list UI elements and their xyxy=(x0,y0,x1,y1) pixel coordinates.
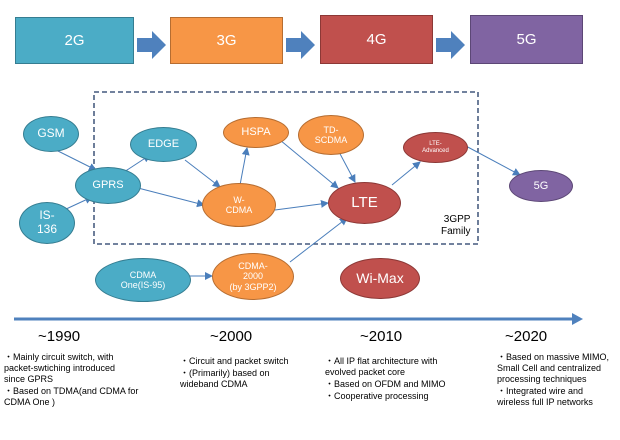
3gpp-family-label: 3GPP Family xyxy=(441,214,471,237)
generation-4g-box: 4G xyxy=(320,15,433,64)
connector-cdma2000-lte xyxy=(289,217,348,263)
tech-gsm: GSM xyxy=(23,116,79,152)
tech-lte: LTE xyxy=(328,182,401,224)
connector-edge-wcdma xyxy=(184,159,221,188)
connector-wcdma-lte xyxy=(274,199,329,211)
connector-lte-lteadvanced xyxy=(391,161,421,186)
tech-hspa: HSPA xyxy=(223,117,289,148)
arrow-2g-to-3g xyxy=(137,31,166,59)
tech-is136: IS- 136 xyxy=(19,202,75,244)
tech-5g: 5G xyxy=(509,170,573,202)
tech-cdma2000: CDMA- 2000 (by 3GPP2) xyxy=(212,253,294,300)
tech-lte-advanced: LTE- Advanced xyxy=(403,132,468,163)
era-1990-notes: ・Mainly circuit switch, with packet-swti… xyxy=(4,352,174,409)
era-2010-notes: ・All IP flat architecture with evolved p… xyxy=(325,356,490,403)
tech-tdscdma: TD- SCDMA xyxy=(298,115,364,155)
tech-cdma-one: CDMA One(IS-95) xyxy=(95,258,191,302)
timeline-arrowhead xyxy=(572,313,583,325)
era-2020-label: ~2020 xyxy=(505,328,548,345)
connector-wcdma-hspa xyxy=(239,147,250,186)
connector-tdscdma-lte xyxy=(337,149,356,183)
era-1990-note: ・Mainly circuit switch, with packet-swti… xyxy=(4,352,116,384)
era-2020-notes: ・Based on massive MIMO, Small Cell and c… xyxy=(497,352,619,409)
era-2000-note: ・(Primarily) based on wideband CDMA xyxy=(180,368,270,389)
era-2010-note: ・Cooperative processing xyxy=(325,391,429,401)
era-1990-note: ・Based on TDMA(and CDMA for CDMA One ) xyxy=(4,386,139,407)
tech-wcdma: W- CDMA xyxy=(202,183,276,227)
generation-2g-box: 2G xyxy=(15,17,134,64)
tech-gprs: GPRS xyxy=(75,167,141,204)
connector-hspa-lte xyxy=(279,139,339,189)
connector-lteadvanced-5g xyxy=(463,144,521,176)
era-2010-note: ・All IP flat architecture with evolved p… xyxy=(325,356,438,377)
arrow-4g-to-5g xyxy=(436,31,465,59)
connector-gsm-gprs xyxy=(55,149,97,171)
3gpp-family-box xyxy=(93,91,479,245)
era-2000-note: ・Circuit and packet switch xyxy=(180,356,289,366)
era-2010-note: ・Based on OFDM and MIMO xyxy=(325,379,446,389)
era-2020-note: ・Integrated wire and wireless full IP ne… xyxy=(497,386,593,407)
generation-3g-box: 3G xyxy=(170,17,283,64)
era-2000-label: ~2000 xyxy=(210,328,253,345)
era-1990-label: ~1990 xyxy=(38,328,81,345)
era-2020-note: ・Based on massive MIMO, Small Cell and c… xyxy=(497,352,610,384)
era-2000-notes: ・Circuit and packet switch ・(Primarily) … xyxy=(180,356,330,391)
tech-edge: EDGE xyxy=(130,127,197,162)
connector-gprs-wcdma xyxy=(137,187,205,208)
generation-5g-box: 5G xyxy=(470,15,583,64)
arrow-3g-to-4g xyxy=(286,31,315,59)
tech-wimax: Wi-Max xyxy=(340,258,420,299)
era-2010-label: ~2010 xyxy=(360,328,403,345)
